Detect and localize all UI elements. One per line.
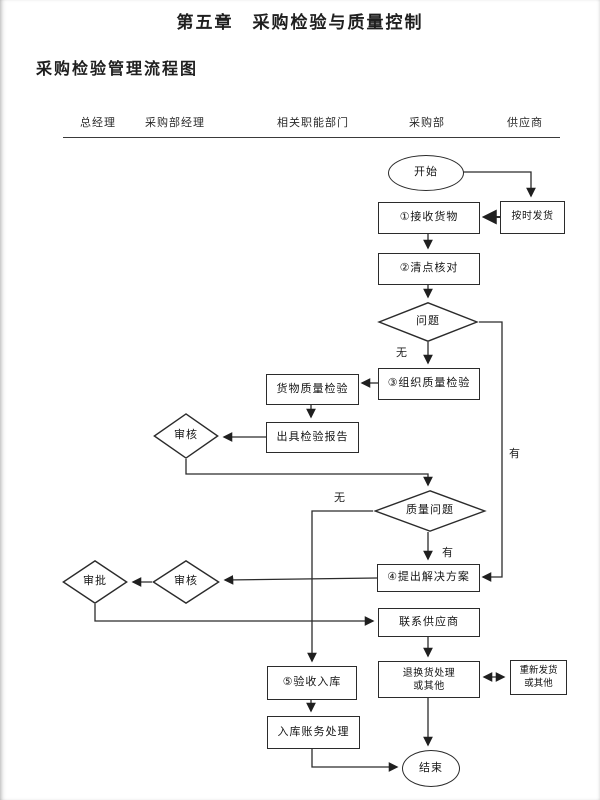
edge-review1-to-quality [185,459,433,487]
edge-start-to-ship [462,171,536,198]
edge-label-quality-no: 无 [334,492,346,504]
node-return-exchange: 退换货处理 或其他 [378,661,480,698]
edge-solution-to-review2 [223,575,378,585]
node-ship-on-time: 按时发货 [500,201,565,234]
node-contact-supplier: 联系供应商 [378,608,480,637]
edge-problem-yes-to-solution [479,321,503,582]
node-return-exchange-line1: 退换货处理 [402,667,456,679]
node-warehouse-acceptance: ⑤验收入库 [267,666,357,700]
node-issue-report: 出具检验报告 [266,422,359,453]
node-problem-label: 问题 [416,315,440,328]
node-quality-problem-label: 质量问题 [406,504,454,517]
node-review-1: 审核 [153,413,219,459]
lane-header-purchasing-manager: 采购部经理 [145,117,205,129]
flowchart-title: 采购检验管理流程图 [36,61,199,78]
node-warehouse-accounting: 入库账务处理 [267,716,360,749]
node-return-exchange-line2: 或其他 [413,680,445,692]
edge-label-quality-yes: 有 [442,547,454,559]
node-reship-line1: 重新发货 [519,665,558,677]
edge-label-problem-no: 无 [396,347,408,359]
node-quality-problem-decision: 质量问题 [373,490,487,532]
node-reship: 重新发货 或其他 [510,660,567,695]
node-start: 开始 [388,155,464,191]
diamond-shape [373,490,487,532]
diamond-shape [152,560,220,604]
chapter-title: 第五章 采购检验与质量控制 [176,13,424,32]
node-organize-inspection: ③组织质量检验 [378,368,480,400]
node-review-1-label: 审核 [174,429,198,442]
node-count-check: ②清点核对 [378,253,480,285]
node-problem-decision: 问题 [377,302,479,342]
node-receive-goods: ①接收货物 [378,202,480,234]
node-approve-label: 审批 [83,575,107,588]
edge-label-problem-yes: 有 [509,448,521,460]
lane-header-supplier: 供应商 [507,117,543,129]
node-reship-line2: 或其他 [524,677,553,689]
node-goods-quality-inspection: 货物质量检验 [266,374,359,405]
edge-approve-to-contact [94,604,375,626]
diamond-shape [153,413,219,459]
lane-header-related-departments: 相关职能部门 [277,117,349,129]
edge-accounting-to-end [311,747,399,772]
lane-header-general-manager: 总经理 [80,117,116,129]
edge-quality-no-to-warehouse [307,510,373,663]
diamond-shape [62,560,128,604]
lane-header-purchasing-dept: 采购部 [409,117,445,129]
node-end: 结束 [402,750,460,787]
lane-header-rule [63,137,560,138]
diamond-shape [377,302,479,342]
node-approve: 审批 [62,560,128,604]
node-review-2: 审核 [152,560,220,604]
node-propose-solution: ④提出解决方案 [377,564,480,592]
node-review-2-label: 审核 [174,575,198,588]
